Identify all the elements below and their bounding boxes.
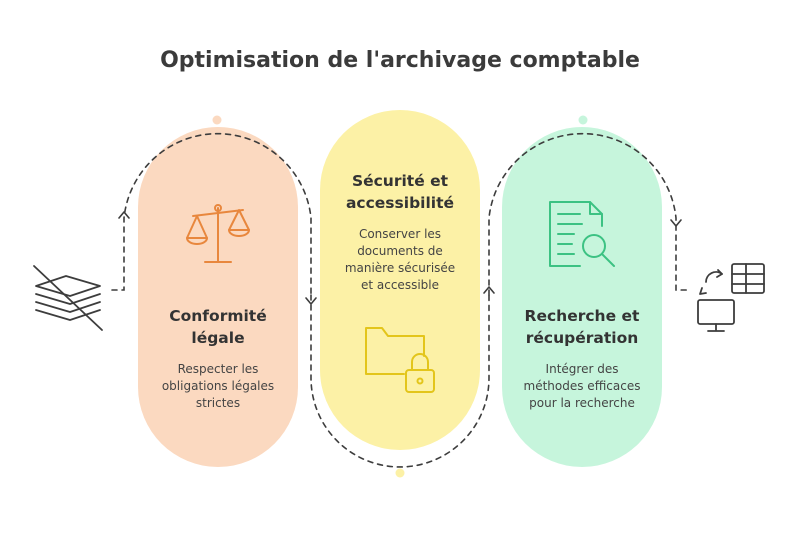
step-3-heading: Recherche et récupération (497, 305, 667, 349)
step-1-heading: Conformité légale (133, 305, 303, 349)
diagram-title: Optimisation de l'archivage comptable (160, 48, 640, 73)
scales-icon (186, 204, 250, 263)
crossed-out-papers-icon (33, 265, 103, 331)
step-3-description: Intégrer des méthodes efficaces pour la … (497, 361, 667, 412)
step-3-heading-line2: récupération (525, 329, 639, 347)
step-3-desc-line1: Intégrer des (545, 362, 619, 376)
arrow-up-3-icon (483, 286, 495, 294)
step-2-desc-line4: et accessible (360, 278, 439, 292)
locked-folder-icon (365, 327, 435, 393)
dot-2 (395, 468, 405, 478)
step-2-desc-line3: manière sécurisée (344, 261, 456, 275)
step-2-panel (320, 110, 480, 450)
step-2-heading-line1: Sécurité et (351, 172, 449, 190)
step-1-heading-line2: légale (191, 329, 245, 347)
arrow-up-1-icon (118, 211, 130, 219)
table-monitor-sync-icon (697, 263, 765, 332)
step-1-description: Respecter les obligations légales strict… (133, 361, 303, 412)
step-2-desc-line2: documents de (357, 244, 443, 258)
step-2-description: Conserver les documents de manière sécur… (315, 226, 485, 294)
step-2-heading-line2: accessibilité (345, 194, 455, 212)
dot-1 (212, 115, 222, 125)
step-3-desc-line2: méthodes efficaces (523, 379, 641, 393)
document-search-icon (549, 201, 615, 267)
step-1-desc-line1: Respecter les (177, 362, 259, 376)
arrow-down-2-icon (305, 297, 317, 305)
step-1-desc-line3: strictes (195, 396, 241, 410)
step-1-panel (138, 127, 298, 467)
arrow-down-4-icon (670, 219, 682, 227)
step-2-heading: Sécurité et accessibilité (315, 170, 485, 214)
step-3-panel (502, 127, 662, 467)
step-2-desc-line1: Conserver les (358, 227, 442, 241)
step-3-heading-line1: Recherche et (524, 307, 640, 325)
step-3-desc-line3: pour la recherche (529, 396, 635, 410)
dot-3 (578, 115, 588, 125)
step-1-desc-line2: obligations légales (161, 379, 275, 393)
step-1-heading-line1: Conformité (169, 307, 267, 325)
